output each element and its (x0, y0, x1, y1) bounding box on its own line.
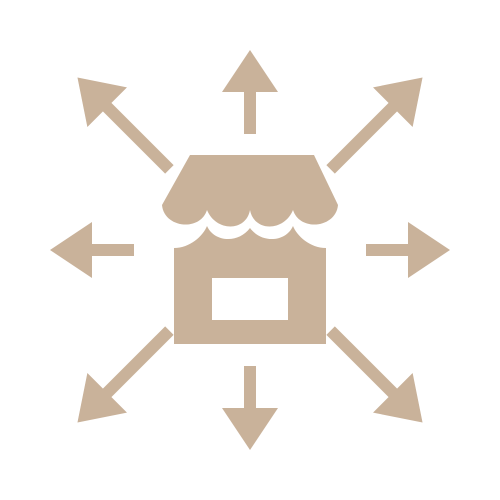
arrow-down-icon (222, 366, 278, 450)
arrow-down-right-icon (326, 326, 423, 423)
arrow-up-right-icon (326, 77, 423, 174)
arrow-right-icon (366, 222, 450, 278)
arrow-up-icon (222, 50, 278, 134)
store-icon (162, 155, 338, 344)
arrow-left-icon (50, 222, 134, 278)
store-body (174, 226, 326, 344)
arrow-up-left-icon (77, 77, 174, 174)
arrow-down-left-icon (77, 326, 174, 423)
store-awning (162, 155, 338, 227)
